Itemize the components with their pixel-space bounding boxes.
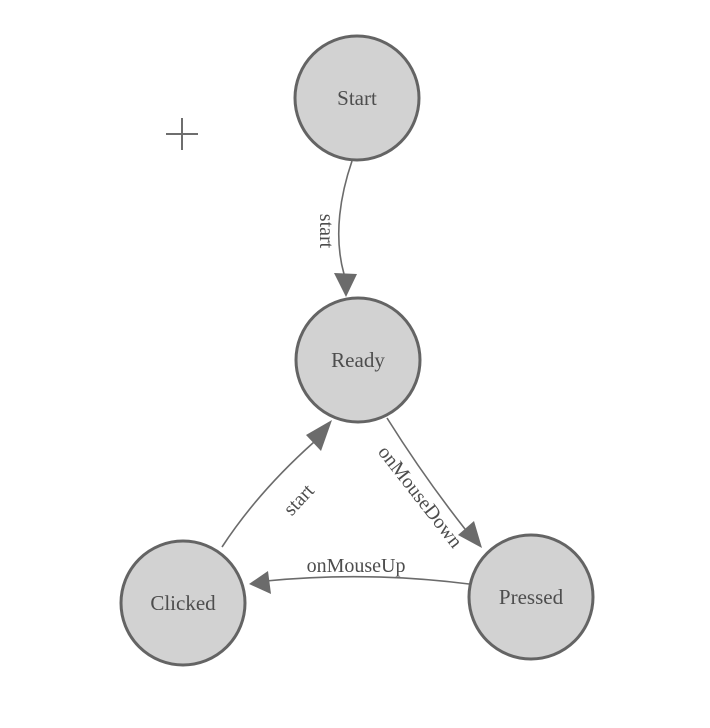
node-label: Pressed [499, 585, 564, 609]
arrowhead-icon [306, 420, 332, 451]
edge-path[interactable] [386, 417, 466, 530]
edge-ready-pressed[interactable]: onMouseDown [373, 417, 482, 553]
arrowhead-icon [249, 571, 271, 594]
edge-path[interactable] [337, 160, 353, 275]
state-node-pressed[interactable]: Pressed [467, 533, 595, 661]
node-circle[interactable] [293, 34, 421, 162]
node-circle[interactable] [294, 296, 422, 424]
node-label: Clicked [150, 591, 216, 615]
node-circle[interactable] [119, 539, 247, 667]
state-node-ready[interactable]: Ready [294, 296, 422, 424]
crosshair-marker [166, 118, 198, 150]
node-circle[interactable] [467, 533, 595, 661]
arrowhead-icon [334, 273, 357, 297]
node-label: Ready [331, 348, 385, 372]
edge-label-start-ready: start [315, 214, 337, 249]
edge-label-clicked-ready: start [279, 480, 319, 521]
edge-path[interactable] [265, 575, 470, 585]
edge-pressed-clicked[interactable]: onMouseUp [249, 555, 470, 594]
edge-label-pressed-clicked: onMouseUp [307, 555, 406, 577]
arrowhead-icon [458, 521, 482, 548]
edge-clicked-ready[interactable]: start [221, 420, 332, 548]
edge-path[interactable] [221, 441, 315, 548]
edge-start-ready[interactable]: start [315, 160, 357, 297]
edge-label-ready-pressed: onMouseDown [373, 442, 466, 553]
node-label: Start [337, 86, 377, 110]
state-node-clicked[interactable]: Clicked [119, 539, 247, 667]
state-node-start[interactable]: Start [293, 34, 421, 162]
